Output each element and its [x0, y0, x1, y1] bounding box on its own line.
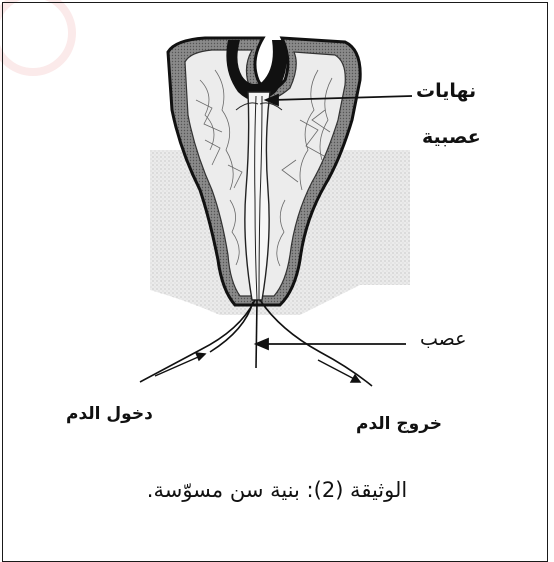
label-nerve-endings-line1: نهايات	[416, 80, 476, 102]
pulp-canal	[245, 92, 270, 300]
label-nerve-endings-line2: عصبية	[422, 126, 481, 148]
label-blood-out: خروج الدم	[356, 414, 442, 434]
label-blood-in: دخول الدم	[66, 404, 153, 424]
figure-caption: الوثيقة (2): بنية سن مسوّسة.	[0, 478, 554, 502]
label-nerve: عصب	[420, 328, 466, 350]
